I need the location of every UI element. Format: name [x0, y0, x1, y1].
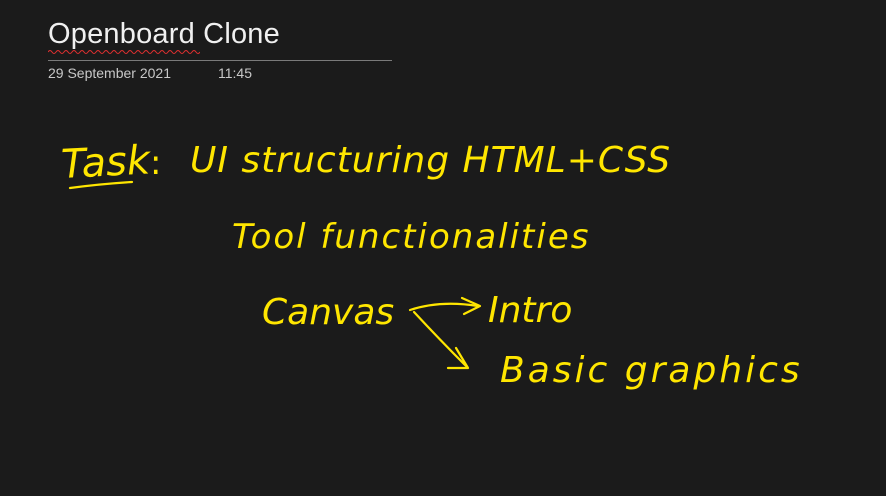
ink-arrow-intro — [408, 302, 480, 312]
ink-arrow-basic — [412, 310, 468, 368]
ink-task-underline — [68, 180, 134, 190]
ink-arrowhead-basic — [446, 346, 470, 370]
title-divider — [48, 60, 392, 61]
ink-task-separator: : — [150, 143, 161, 183]
ink-arrowhead-intro — [460, 296, 482, 316]
ink-line2-text: Tool functionalities — [232, 217, 590, 257]
page-date: 29 September 2021 — [48, 65, 171, 81]
ink-branch-basic: Basic graphics — [500, 350, 803, 391]
spellcheck-squiggle — [48, 50, 200, 54]
ink-canvas-label: Canvas — [262, 292, 394, 333]
ink-task-label: Task — [60, 137, 153, 188]
ink-branch-intro: Intro — [488, 290, 572, 331]
page-title[interactable]: Openboard Clone — [48, 18, 280, 50]
page-time: 11:45 — [218, 65, 252, 81]
ink-line1-text: UI structuring HTML+CSS — [190, 140, 671, 181]
